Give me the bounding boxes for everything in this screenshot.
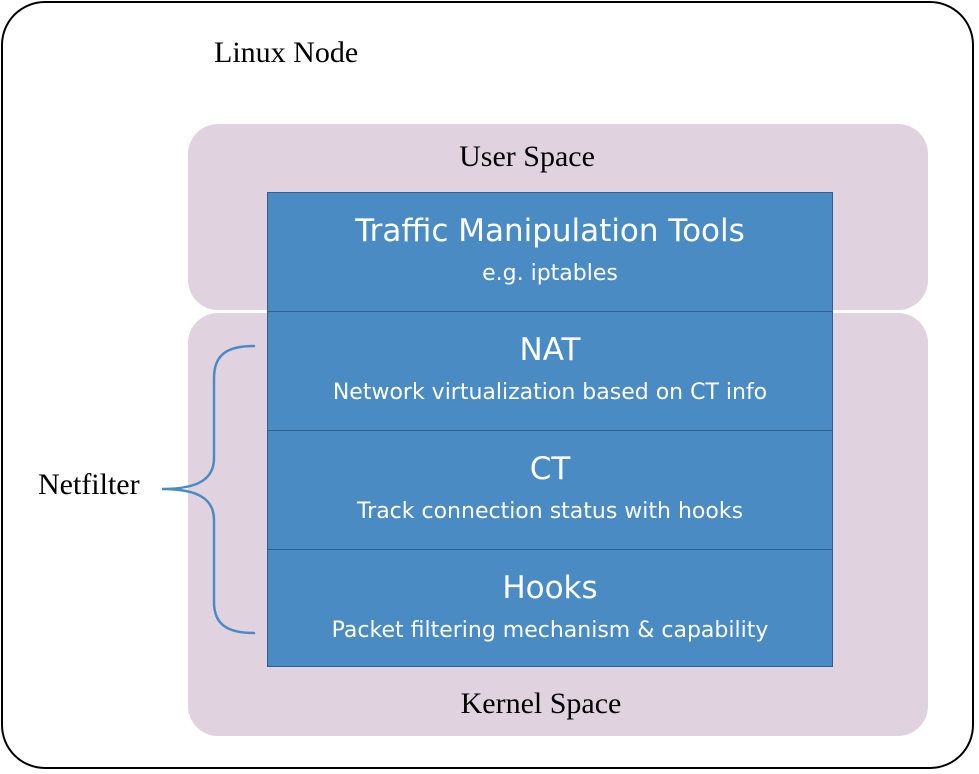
- layer-title: NAT: [519, 332, 581, 368]
- layer-subtitle: e.g. iptables: [482, 261, 618, 286]
- layer-nat: NAT Network virtualization based on CT i…: [267, 311, 833, 431]
- kernel-space-label: Kernel Space: [460, 687, 622, 720]
- layer-hooks: Hooks Packet filtering mechanism & capab…: [267, 549, 833, 667]
- user-space-label: User Space: [459, 140, 595, 173]
- layer-ct: CT Track connection status with hooks: [267, 430, 833, 550]
- layer-traffic-manipulation-tools: Traffic Manipulation Tools e.g. iptables: [267, 192, 833, 312]
- layer-subtitle: Packet filtering mechanism & capability: [331, 618, 769, 643]
- linux-node-title: Linux Node: [214, 36, 359, 69]
- netfilter-label: Netfilter: [38, 468, 140, 501]
- layer-subtitle: Track connection status with hooks: [356, 499, 744, 524]
- layer-title: Traffic Manipulation Tools: [355, 213, 745, 249]
- layer-title: Hooks: [502, 570, 598, 606]
- layer-title: CT: [529, 451, 571, 487]
- layer-subtitle: Network virtualization based on CT info: [332, 380, 768, 405]
